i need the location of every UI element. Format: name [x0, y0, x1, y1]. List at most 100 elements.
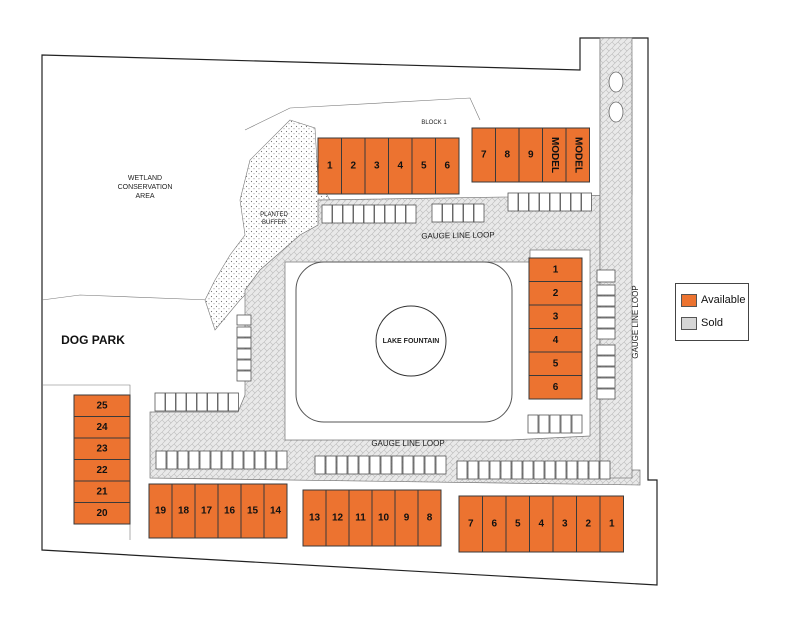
lot-label: 9	[528, 150, 534, 161]
lot-bottom_c-6[interactable]	[599, 495, 624, 553]
parking-space	[221, 450, 233, 470]
parking-space	[435, 455, 447, 475]
parking-space	[236, 314, 252, 326]
lot-top_right-4[interactable]	[565, 127, 590, 183]
parking-space	[431, 203, 443, 223]
parking-space	[207, 392, 218, 412]
parking-space	[463, 203, 474, 223]
parking-space	[336, 455, 348, 475]
lot-label: 3	[553, 311, 559, 322]
parking-space	[165, 392, 176, 412]
parking-space	[342, 204, 354, 224]
parking-space	[254, 450, 266, 470]
parking-space	[236, 337, 252, 349]
parking-space	[544, 460, 556, 480]
parking-space	[177, 450, 189, 470]
lot-label: MODEL	[572, 137, 583, 173]
parking-space	[596, 317, 616, 329]
lot-bottom_b-5[interactable]	[417, 489, 442, 547]
parking-space	[384, 204, 396, 224]
lot-top_left-5[interactable]	[435, 137, 460, 195]
parking-space	[538, 414, 550, 434]
parking-space	[560, 192, 571, 212]
parking-space	[507, 192, 519, 212]
lot-label: 12	[332, 513, 344, 524]
parking-space	[332, 204, 343, 224]
parking-space	[363, 204, 375, 224]
parking-space	[549, 414, 561, 434]
lot-label: 2	[585, 519, 591, 530]
parking-space	[154, 392, 166, 412]
parking-space	[596, 388, 616, 400]
parking-space	[596, 344, 616, 356]
parking-space	[596, 295, 616, 307]
median-oval-1	[608, 71, 624, 93]
wetland-label-2: CONSERVATION	[118, 184, 173, 191]
planted-buffer-label-2: BUFFER	[262, 220, 287, 226]
parking-space	[175, 392, 187, 412]
lot-label: 16	[224, 506, 236, 517]
road-label-bottom: GAUGE LINE LOOP	[371, 439, 444, 448]
parking-space	[243, 450, 255, 470]
lot-label: 19	[155, 506, 167, 517]
parking-space	[155, 450, 167, 470]
wetland-label-1: WETLAND	[128, 175, 162, 182]
road-label-right: GAUGE LINE LOOP	[631, 285, 640, 358]
legend: Available Sold	[675, 283, 749, 341]
legend-item-available: Available	[681, 293, 745, 307]
parking-space	[232, 450, 244, 470]
parking-space	[424, 455, 436, 475]
parking-space	[539, 192, 550, 212]
parking-space	[405, 204, 417, 224]
parking-space	[596, 355, 616, 367]
lot-label: 4	[538, 519, 544, 530]
parking-space	[527, 414, 539, 434]
parking-space	[577, 460, 589, 480]
parking-space	[596, 366, 616, 378]
lot-label: 6	[444, 161, 450, 172]
parking-space	[528, 192, 540, 212]
lot-label: 6	[553, 382, 559, 393]
lot-bottom_a-5[interactable]	[263, 483, 288, 539]
parking-space	[596, 377, 616, 389]
lot-label: 22	[96, 465, 108, 476]
lot-label: 1	[553, 264, 559, 275]
parking-space	[188, 450, 200, 470]
parking-space	[596, 328, 616, 340]
parking-space	[560, 414, 572, 434]
lot-right_column-5[interactable]	[528, 375, 583, 400]
lot-label: 15	[247, 506, 259, 517]
planted-buffer-label-1: PLANTED	[260, 212, 288, 218]
lot-label: 10	[378, 513, 390, 524]
parking-space	[199, 450, 211, 470]
lake-fountain-label: LAKE FOUNTAIN	[383, 338, 440, 345]
lot-label: 9	[404, 513, 410, 524]
lot-label: 5	[553, 358, 559, 369]
parking-space	[533, 460, 545, 480]
parking-space	[581, 192, 592, 212]
parking-space	[236, 326, 252, 338]
parking-space	[380, 455, 392, 475]
median-oval-2	[608, 101, 624, 123]
parking-space	[276, 450, 288, 470]
lot-label: 3	[562, 519, 568, 530]
parking-space	[391, 455, 403, 475]
lot-label: 11	[355, 513, 366, 524]
parking-space	[467, 460, 479, 480]
parking-space	[347, 455, 359, 475]
legend-label-sold: Sold	[701, 317, 724, 329]
parking-space	[473, 203, 485, 223]
lot-label: MODEL	[549, 137, 560, 173]
lot-label: 1	[327, 161, 333, 172]
parking-space	[596, 269, 616, 283]
parking-space	[599, 460, 611, 480]
lot-label: 25	[96, 400, 108, 411]
block-label: BLOCK 1	[421, 120, 447, 126]
parking-space	[518, 192, 529, 212]
lot-left_column-5[interactable]	[73, 502, 131, 525]
lot-label: 4	[553, 335, 559, 346]
